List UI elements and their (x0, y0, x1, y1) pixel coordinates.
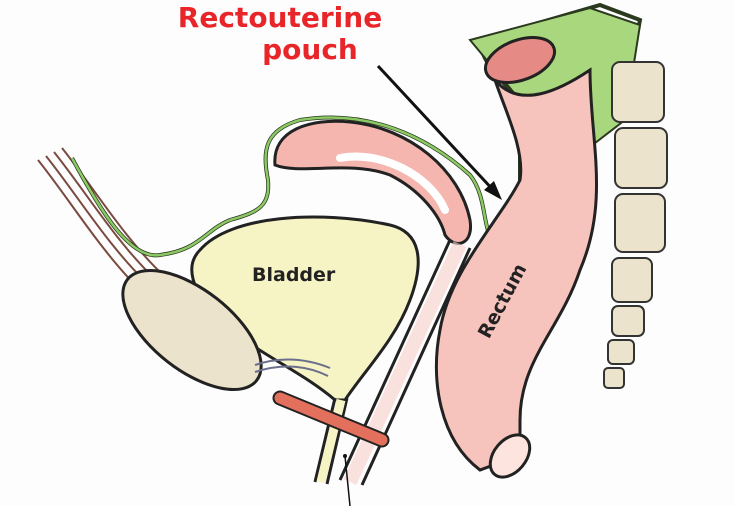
title-rectouterine: Rectouterine (177, 1, 383, 34)
uterus (273, 119, 472, 245)
muscle-strands (37, 147, 165, 291)
rectum (434, 67, 598, 472)
label-bladder: Bladder (252, 264, 336, 286)
sacrum-vertebrae (603, 61, 668, 389)
pubic-bone (121, 268, 263, 392)
uterine-cavity (336, 152, 449, 214)
title-pouch: pouch (262, 33, 358, 66)
leader-line (344, 455, 351, 506)
anal-opening (488, 433, 532, 479)
arrow-head-icon (484, 181, 502, 200)
pointer-arrow (376, 64, 497, 194)
ligaments (254, 358, 331, 377)
rectum-top-opening (483, 36, 557, 84)
